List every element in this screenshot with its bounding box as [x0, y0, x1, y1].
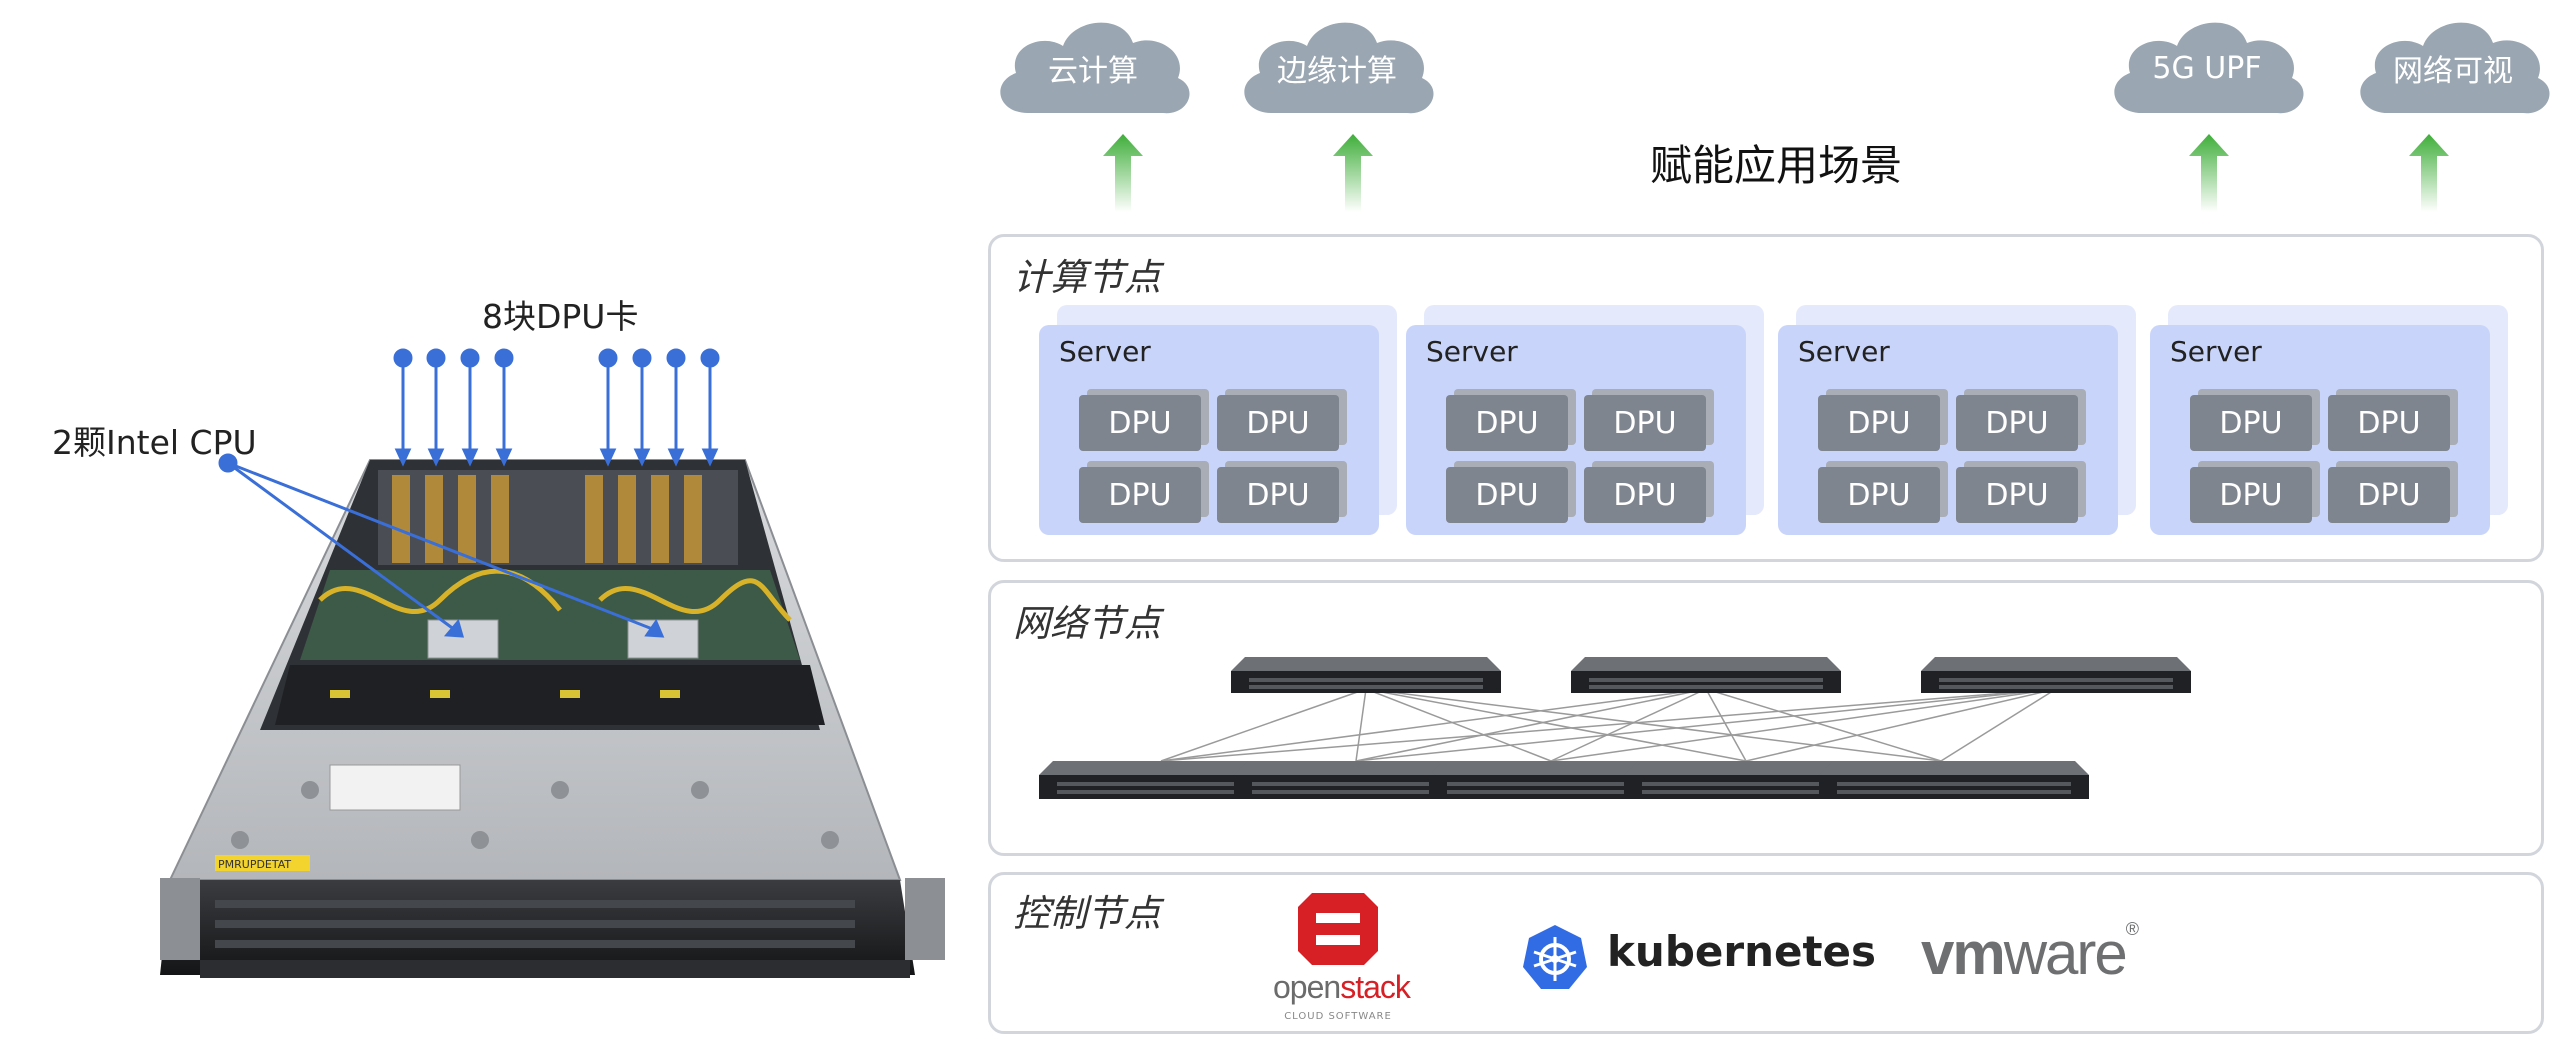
dpu-block: DPU	[1079, 461, 1209, 523]
server-label: Server	[1426, 335, 1518, 368]
dpu-label: DPU	[1079, 467, 1201, 523]
spine-switches	[1231, 657, 2191, 693]
server-label: Server	[1059, 335, 1151, 368]
server-card: Server DPU DPU DPU DPU	[1406, 305, 1764, 535]
dpu-block: DPU	[1956, 461, 2086, 523]
scenario-label: 5G UPF	[2152, 50, 2262, 86]
openstack-subtitle: CLOUD SOFTWARE	[1284, 1011, 1392, 1022]
chassis-tag	[215, 855, 310, 871]
kubernetes-logo: kubernetes	[1521, 921, 1876, 993]
cpu-label: 2颗Intel CPU	[52, 423, 257, 462]
compute-node-title: 计算节点	[1013, 256, 1161, 299]
dpu-card-label: 8块DPU卡	[482, 297, 639, 336]
openstack-logo: openstack CLOUD SOFTWARE	[1273, 893, 1411, 1029]
scenario-label: 云计算	[1048, 54, 1138, 89]
kubernetes-helm-icon	[1523, 925, 1587, 989]
dpu-block: DPU	[2190, 461, 2320, 523]
dpu-block: DPU	[1079, 389, 1209, 451]
up-arrow-icon	[2409, 134, 2449, 212]
dpu-block: DPU	[1956, 389, 2086, 451]
compute-node-panel: 计算节点 Server DPU DPU DPU DPU Server DPU D…	[988, 234, 2544, 562]
dpu-label: DPU	[1079, 395, 1201, 451]
vmware-wordmark: vmware®	[1921, 919, 2139, 987]
server-chassis-illustration: PMRUPDETAT	[160, 348, 945, 978]
dpu-label: DPU	[1818, 467, 1940, 523]
dpu-label: DPU	[2328, 467, 2450, 523]
dpu-label: DPU	[1956, 395, 2078, 451]
pcie-cards	[378, 470, 738, 565]
dpu-block: DPU	[1446, 389, 1576, 451]
dpu-label: DPU	[2328, 395, 2450, 451]
up-arrow-icon	[1333, 134, 1373, 212]
server-card-body: Server DPU DPU DPU DPU	[1039, 325, 1379, 535]
scenario-label: 网络可视	[2393, 54, 2513, 89]
network-switch-icon	[1819, 761, 2089, 799]
network-switch-icon	[1571, 657, 1841, 693]
network-switch-icon	[1921, 657, 2191, 693]
server-label: Server	[1798, 335, 1890, 368]
scenario-cloud-network-visibility: 网络可视	[2348, 8, 2558, 128]
server-card-body: Server DPU DPU DPU DPU	[1406, 325, 1746, 535]
scenario-cloud-5g-upf: 5G UPF	[2102, 8, 2312, 128]
kubernetes-wordmark: kubernetes	[1607, 927, 1877, 976]
dpu-block: DPU	[2190, 389, 2320, 451]
vmware-logo: vmware®	[1921, 919, 2201, 991]
network-topology	[1039, 657, 2191, 799]
up-arrow-icon	[2189, 134, 2229, 212]
up-arrow-icon	[1103, 134, 1143, 212]
cloud-icon	[2360, 22, 2550, 114]
network-links	[1160, 688, 2057, 762]
network-node-panel: 网络节点	[988, 580, 2544, 856]
server-card: Server DPU DPU DPU DPU	[2150, 305, 2508, 535]
dpu-block: DPU	[1818, 389, 1948, 451]
dpu-block: DPU	[2328, 461, 2458, 523]
dpu-label: DPU	[1584, 467, 1706, 523]
dpu-label: DPU	[1818, 395, 1940, 451]
leaf-switches	[1039, 761, 2089, 799]
cloud-icon	[1244, 22, 1434, 114]
server-card-body: Server DPU DPU DPU DPU	[1778, 325, 2118, 535]
dpu-block: DPU	[1584, 461, 1714, 523]
cpu-pointer-lines	[218, 453, 665, 638]
network-node-title: 网络节点	[1013, 602, 1161, 645]
dpu-label: DPU	[1584, 395, 1706, 451]
server-photo-area: PMRUPDETAT 8	[0, 0, 980, 1039]
cloud-icon	[1000, 22, 1190, 114]
scenario-label: 边缘计算	[1277, 54, 1397, 89]
dpu-label: DPU	[2190, 467, 2312, 523]
cpu-heatsink-2	[627, 619, 699, 659]
dpu-block: DPU	[1217, 461, 1347, 523]
cpu-heatsink-1	[427, 619, 499, 659]
network-switch-icon	[1231, 657, 1501, 693]
control-node-panel: 控制节点 openstack CLOUD SOFTWARE kubernetes	[988, 872, 2544, 1034]
server-card-body: Server DPU DPU DPU DPU	[2150, 325, 2490, 535]
scenario-cloud-edge-computing: 边缘计算	[1232, 8, 1442, 128]
cloud-icon	[2114, 22, 2304, 114]
dpu-block: DPU	[2328, 389, 2458, 451]
dpu-label: DPU	[1956, 467, 2078, 523]
dpu-label: DPU	[2190, 395, 2312, 451]
server-label: Server	[2170, 335, 2262, 368]
dpu-label: DPU	[1217, 395, 1339, 451]
dpu-block: DPU	[1446, 461, 1576, 523]
openstack-wordmark: openstack	[1273, 969, 1411, 1005]
chassis-tag-text: PMRUPDETAT	[218, 858, 291, 871]
openstack-icon	[1298, 893, 1378, 965]
dpu-block: DPU	[1818, 461, 1948, 523]
dpu-block: DPU	[1217, 389, 1347, 451]
dpu-label: DPU	[1446, 467, 1568, 523]
server-card: Server DPU DPU DPU DPU	[1778, 305, 2136, 535]
scenario-cloud-cloud-computing: 云计算	[988, 8, 1198, 128]
dpu-label: DPU	[1217, 467, 1339, 523]
dpu-label: DPU	[1446, 395, 1568, 451]
dpu-pointer-arrows	[393, 348, 720, 467]
scenario-title: 赋能应用场景	[1650, 141, 1903, 190]
dpu-block: DPU	[1584, 389, 1714, 451]
control-node-title: 控制节点	[1013, 892, 1161, 935]
server-card: Server DPU DPU DPU DPU	[1039, 305, 1397, 535]
